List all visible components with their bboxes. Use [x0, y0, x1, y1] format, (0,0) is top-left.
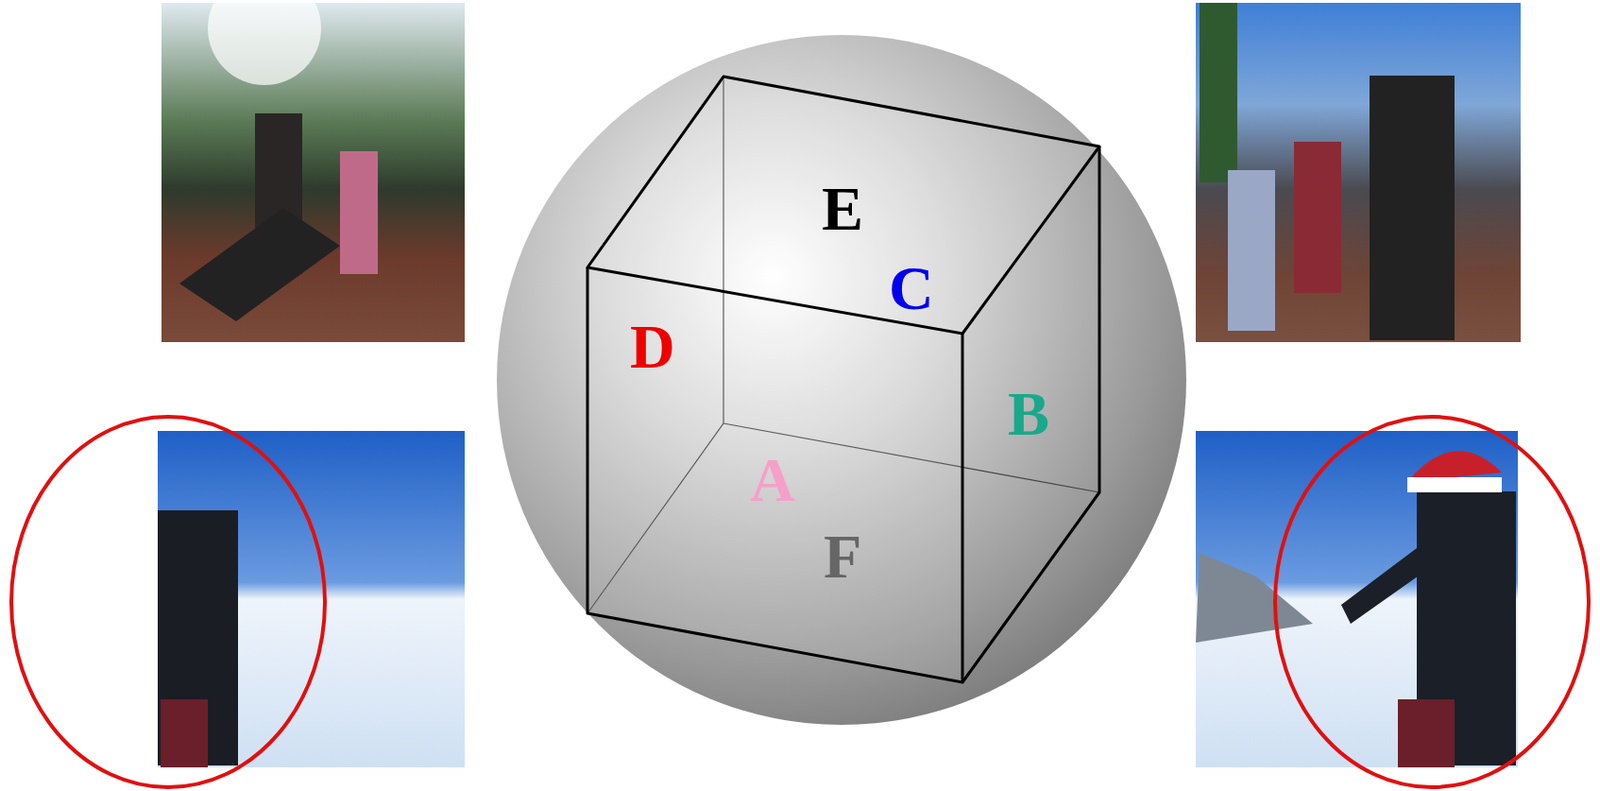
- face-label: D: [629, 315, 676, 378]
- face-label: B: [1007, 382, 1050, 445]
- face-label: A: [749, 448, 796, 511]
- face-label: E: [821, 177, 864, 240]
- face-label: F: [823, 525, 862, 588]
- face-label: C: [888, 256, 935, 320]
